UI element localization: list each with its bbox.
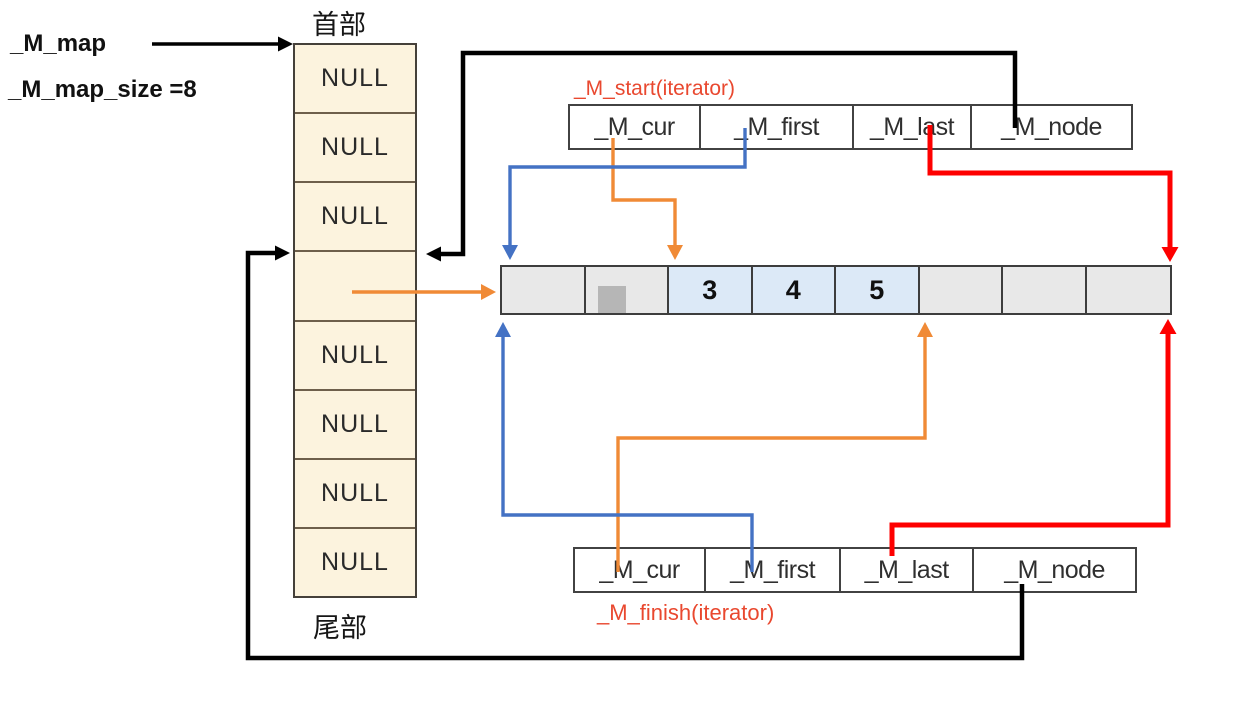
m-map-size-label: _M_map_size =8 — [8, 76, 197, 103]
start-m-cur-cell: _M_cur — [570, 106, 702, 148]
map-array: NULL NULL NULL NULL NULL NULL NULL — [293, 43, 417, 598]
start-m-node-cell: _M_node — [1001, 112, 1102, 141]
map-tail-label: 尾部 — [313, 613, 367, 643]
map-cell-6: NULL — [295, 460, 415, 529]
map-cell-5: NULL — [295, 391, 415, 460]
map-cell-7: NULL — [321, 547, 389, 576]
finish-m-first-cell: _M_first — [706, 549, 842, 591]
buffer-cell-7 — [1086, 267, 1170, 313]
map-cell-0: NULL — [295, 45, 415, 115]
buffer-cell-5 — [919, 267, 1003, 313]
finish-iterator-box: _M_cur _M_first _M_last _M_node — [573, 547, 1137, 593]
map-cell-4: NULL — [295, 322, 415, 391]
map-head-label: 首部 — [312, 10, 366, 40]
buffer-cell-2: 3 — [669, 267, 753, 313]
start-m-first-cell: _M_first — [701, 106, 854, 148]
buffer-cell-3: 4 — [752, 267, 836, 313]
buffer-cell-6 — [1003, 267, 1087, 313]
start-m-last-cell: _M_last — [854, 106, 973, 148]
start-iterator-label: _M_start(iterator) — [574, 77, 736, 100]
edge-finish-first-to-buffer-begin — [495, 322, 754, 572]
map-cell-1: NULL — [295, 114, 415, 184]
buffer-cell-4: 5 — [836, 267, 920, 313]
buffer-cursor-square — [598, 286, 626, 313]
buffer-cell-0 — [502, 267, 586, 313]
map-cell-3 — [295, 252, 415, 322]
m-map-label: _M_map — [10, 30, 107, 57]
map-cell-2: NULL — [295, 183, 415, 253]
edge-finish-last-to-buffer-end — [889, 319, 1177, 556]
finish-iterator-label: _M_finish(iterator) — [597, 600, 775, 625]
finish-m-last-cell: _M_last — [841, 549, 975, 591]
edge-start-cur-to-buffer-elem3 — [611, 138, 683, 260]
edge-finish-cur-to-buffer-past-end — [616, 322, 933, 572]
finish-m-node-cell: _M_node — [1004, 555, 1105, 584]
start-iterator-box: _M_cur _M_first _M_last _M_node — [568, 104, 1133, 150]
finish-m-cur-cell: _M_cur — [575, 549, 707, 591]
